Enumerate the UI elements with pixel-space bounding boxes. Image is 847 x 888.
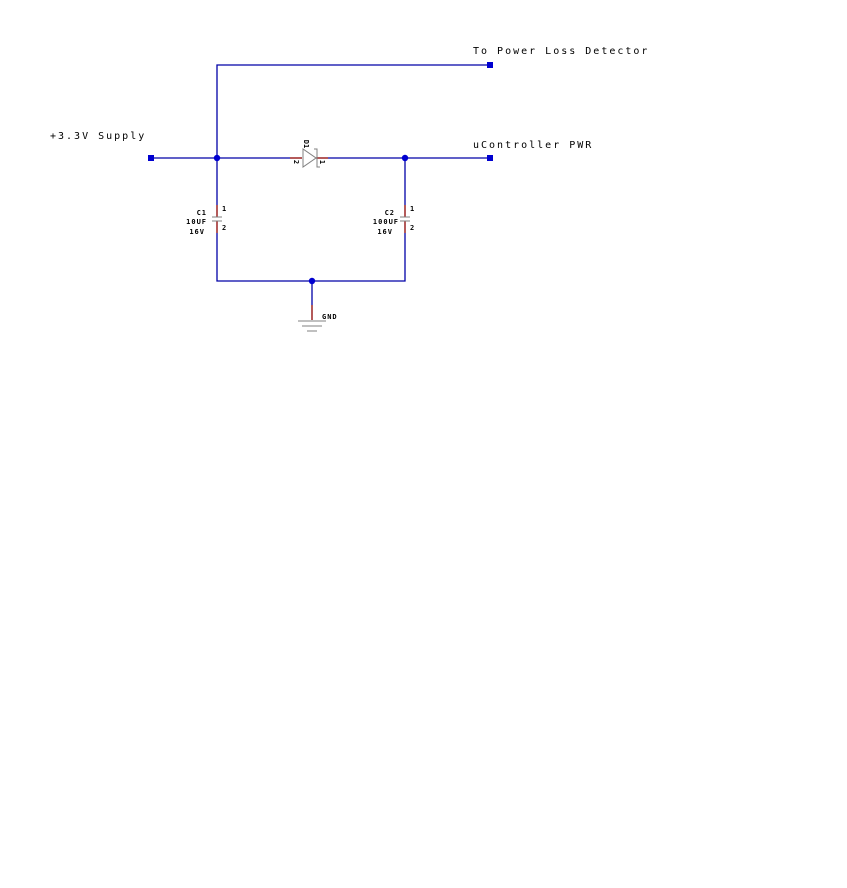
ground-icon	[298, 320, 326, 332]
junction-dot	[308, 277, 316, 285]
c2-ref: C2	[385, 209, 395, 217]
net-label-ucontroller: uController PWR	[473, 140, 593, 151]
net-label-supply: +3.3V Supply	[50, 131, 146, 142]
diode-d1[interactable]	[302, 148, 320, 168]
c1-pin1: 1	[222, 205, 226, 213]
wires	[151, 64, 490, 305]
junction-dot	[213, 154, 221, 162]
d1-pin-cathode: 1	[318, 160, 326, 164]
wire-power-loss	[216, 64, 490, 158]
port-supply[interactable]	[148, 155, 154, 161]
junction-dot	[401, 154, 409, 162]
c1-pin2: 2	[222, 224, 226, 232]
d1-pin-anode: 2	[292, 160, 300, 164]
c2-value: 100UF	[373, 218, 399, 226]
port-power-loss[interactable]	[487, 62, 493, 68]
c1-voltage: 16V	[189, 228, 205, 236]
capacitor-c1[interactable]	[212, 216, 222, 222]
d1-ref: D1	[302, 140, 310, 148]
c2-pin2: 2	[410, 224, 414, 232]
net-label-gnd: GND	[322, 313, 338, 321]
pins	[216, 157, 406, 320]
c1-value: 10UF	[186, 218, 207, 226]
capacitor-c2[interactable]	[400, 216, 410, 222]
junctions	[148, 62, 493, 285]
c2-pin1: 1	[410, 205, 414, 213]
c1-ref: C1	[197, 209, 207, 217]
wire-gnd-bus	[216, 233, 406, 282]
port-ucontroller[interactable]	[487, 155, 493, 161]
net-label-power-loss: To Power Loss Detector	[473, 46, 649, 57]
c2-voltage: 16V	[377, 228, 393, 236]
